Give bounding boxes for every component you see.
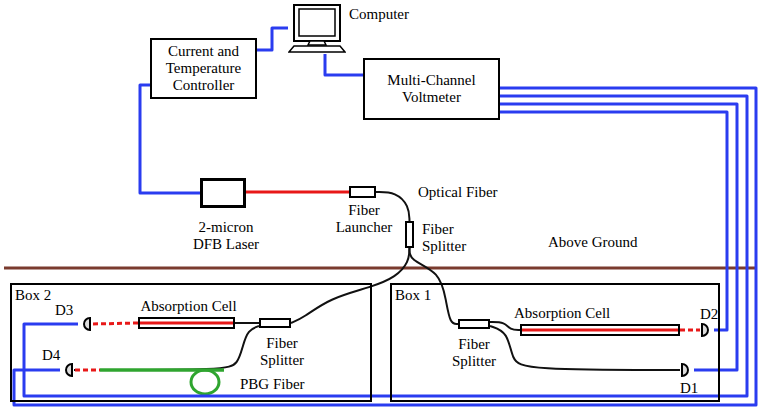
box-heading: Box 2 [15,287,75,304]
laser-beam [75,369,100,372]
cell-beam [140,319,233,327]
optical-fiber [74,326,259,370]
annotation-label: Optical Fiber [418,184,498,201]
signal-cable [500,104,737,370]
beam-gap [75,368,100,372]
detector: D1 [680,363,694,377]
device-label: 2-micron DFB Laser [191,219,261,253]
device-label: Current and Temperature Controller [158,43,249,94]
device-label: D4 [42,347,66,364]
signal-cable [140,85,200,193]
fiber-splitter: Fiber Splitter [259,318,291,328]
detector-symbol [700,323,714,337]
laser-box: 2-micron DFB Laser [200,178,246,208]
device-label: Multi-Channel Voltmeter [371,72,492,106]
controller-box: Current and Temperature Controller [150,38,257,99]
cell-beam [522,326,678,334]
optical-fiber [490,322,520,330]
fiber-launcher: Fiber Launcher [349,186,376,198]
laser-beam [246,191,349,194]
device-label: D3 [55,302,79,319]
device-label: Absorption Cell [135,298,242,315]
device-label: Absorption Cell [514,305,624,322]
signal-cable [325,54,363,75]
detector: D3 [78,317,92,331]
absorption-cell: Absorption Cell [520,324,680,336]
detector: D2 [700,323,714,337]
device-label: Computer [349,6,439,23]
signal-cable [14,88,756,405]
detector-symbol [680,363,694,377]
detector-symbol [78,317,92,331]
device-label: Fiber Splitter [422,221,482,255]
pbg-fiber-coil [191,370,219,394]
computer-icon: Computer [288,4,346,54]
detector: D4 [60,363,74,377]
laser-beam [92,323,138,324]
computer-symbol [288,4,346,54]
ground-line [4,267,757,270]
optical-fiber [235,322,259,324]
fiber-splitter: Fiber Splitter [458,319,490,329]
annotation-label: Above Ground [548,234,638,251]
device-label: D1 [680,380,704,397]
device-label: D2 [700,306,724,323]
fiber-splitter: Fiber Splitter [405,221,414,248]
signal-cable [500,112,727,330]
pbg-fiber [100,368,224,372]
enclosure-box: Box 2D3Absorption CellFiber SplitterD4 [10,283,372,402]
absorption-cell: Absorption Cell [138,317,235,329]
box-heading: Box 1 [395,287,455,304]
voltmeter-box: Multi-Channel Voltmeter [363,58,500,120]
signal-cable [257,28,288,50]
enclosure-box: Box 1Absorption CellD2Fiber SplitterD1 [390,283,720,402]
optical-fiber [376,192,410,221]
laser-beam [680,329,700,332]
detector-symbol [60,363,74,377]
device-label: Fiber Splitter [444,336,504,370]
device-label: Fiber Launcher [331,202,397,236]
annotation-label: PBG Fiber [240,376,305,393]
device-label: Fiber Splitter [252,335,312,369]
signal-cable [24,96,747,396]
optical-fiber [409,248,458,324]
